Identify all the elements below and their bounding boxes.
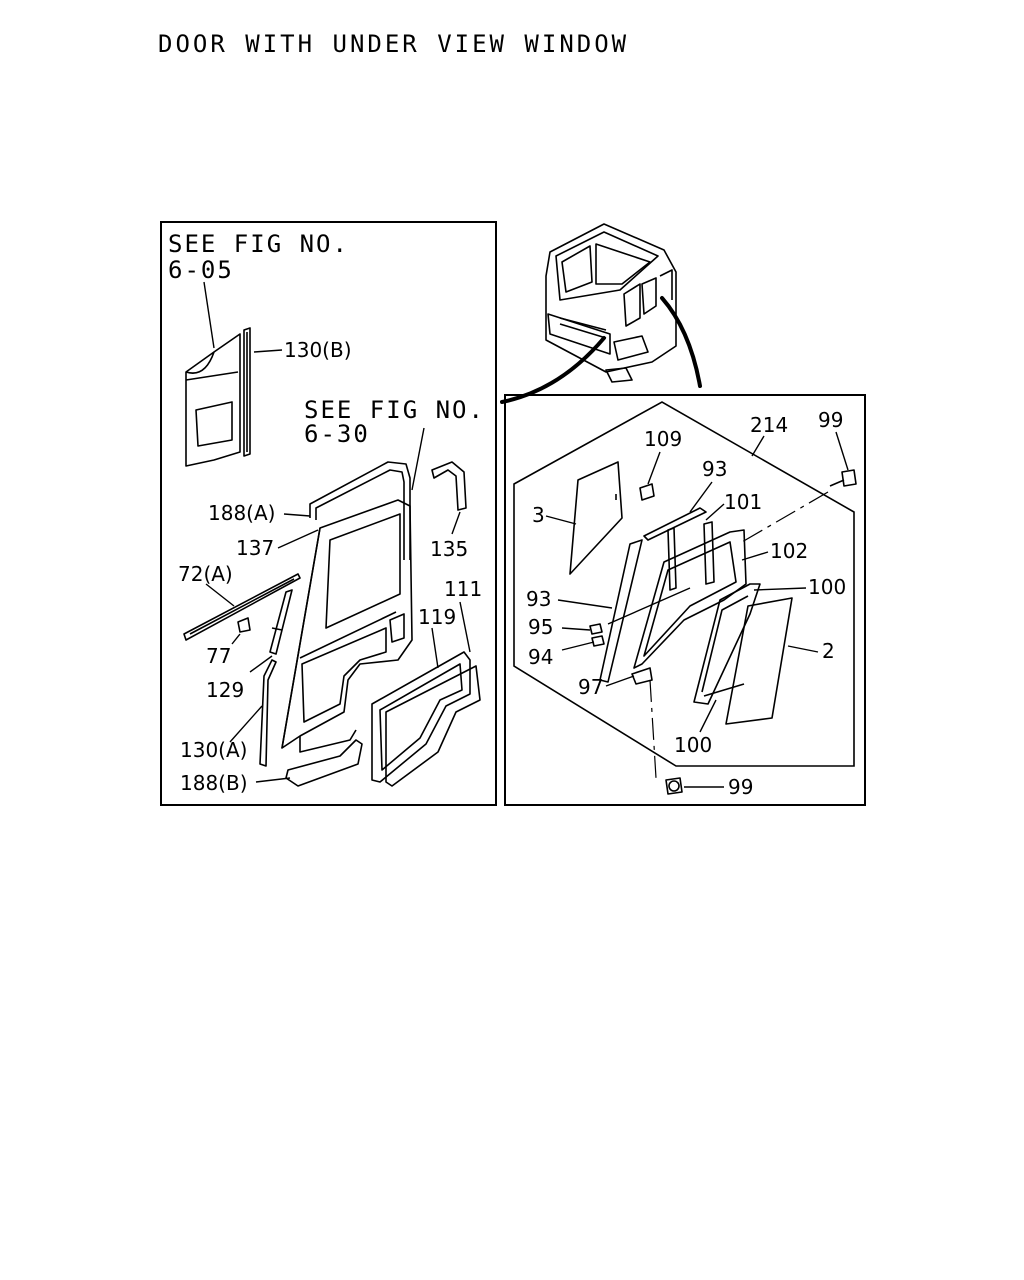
- corner-seal-135-drawing: [431, 461, 467, 511]
- label-99-bottom: 99: [728, 775, 753, 799]
- clip-109-drawing: [639, 483, 655, 501]
- label-111: 111: [444, 577, 482, 601]
- label-119: 119: [418, 605, 456, 629]
- bracket-97-drawing: [631, 667, 653, 685]
- fixed-glass-3-drawing: [569, 461, 623, 575]
- guide-129-drawing: [269, 589, 293, 655]
- label-188a: 188(A): [208, 501, 275, 525]
- ref-fig-605-line1: SEE FIG NO.: [168, 230, 349, 258]
- right-panel-frame: [504, 394, 866, 806]
- label-93-top: 93: [702, 457, 727, 481]
- label-137: 137: [236, 536, 274, 560]
- label-129: 129: [206, 678, 244, 702]
- label-135: 135: [430, 537, 468, 561]
- assembly-214-outline: [513, 401, 855, 767]
- label-3: 3: [532, 503, 545, 527]
- label-94: 94: [528, 645, 553, 669]
- weatherstrip-130b-drawing: [243, 327, 251, 457]
- lower-glass-119-drawing: [371, 651, 471, 783]
- label-93-left: 93: [526, 587, 551, 611]
- door-outer-panel-drawing: [185, 333, 241, 467]
- sliding-glass-2-drawing: [725, 597, 793, 725]
- part-94-drawing: [591, 635, 605, 647]
- label-130b: 130(B): [284, 338, 352, 362]
- label-100-bottom: 100: [674, 733, 712, 757]
- leader-cab-to-left-panel: [500, 336, 606, 404]
- label-102: 102: [770, 539, 808, 563]
- ref-fig-630-line2: 6-30: [304, 420, 370, 448]
- leader-cab-to-right-panel: [660, 296, 702, 388]
- run-channel-93-left-drawing: [599, 539, 643, 683]
- label-130a: 130(A): [180, 738, 247, 762]
- label-109: 109: [644, 427, 682, 451]
- label-2: 2: [822, 639, 835, 663]
- label-72a: 72(A): [178, 562, 233, 586]
- run-channel-93-top-drawing: [643, 507, 707, 541]
- bolt-99-top-drawing: [829, 469, 857, 487]
- lower-glass-111-drawing: [385, 665, 481, 787]
- label-214: 214: [750, 413, 788, 437]
- door-lower-seal-188b-drawing: [285, 739, 363, 787]
- sash-102-drawing: [633, 529, 747, 669]
- left-panel-frame: [160, 221, 497, 806]
- door-inner-frame-drawing: [281, 499, 413, 753]
- label-77: 77: [206, 644, 231, 668]
- channel-101-drawing: [667, 521, 715, 591]
- weatherstrip-130a-drawing: [259, 659, 277, 767]
- clip-77-drawing: [237, 617, 251, 633]
- door-upper-seal-188a-drawing: [309, 461, 411, 560]
- moulding-72a-drawing: [183, 573, 301, 641]
- label-101: 101: [724, 490, 762, 514]
- label-97: 97: [578, 675, 603, 699]
- label-100-right: 100: [808, 575, 846, 599]
- ref-fig-605-line2: 6-05: [168, 256, 234, 284]
- ref-fig-630-line1: SEE FIG NO.: [304, 396, 485, 424]
- diagram-title: DOOR WITH UNDER VIEW WINDOW: [158, 30, 630, 58]
- label-99-top: 99: [818, 408, 843, 432]
- truck-cab-illustration: [545, 223, 677, 383]
- sash-100-drawing: [693, 583, 761, 705]
- part-95-drawing: [589, 623, 603, 635]
- label-95: 95: [528, 615, 553, 639]
- label-188b: 188(B): [180, 771, 248, 795]
- bolt-99-bottom-drawing: [665, 777, 683, 795]
